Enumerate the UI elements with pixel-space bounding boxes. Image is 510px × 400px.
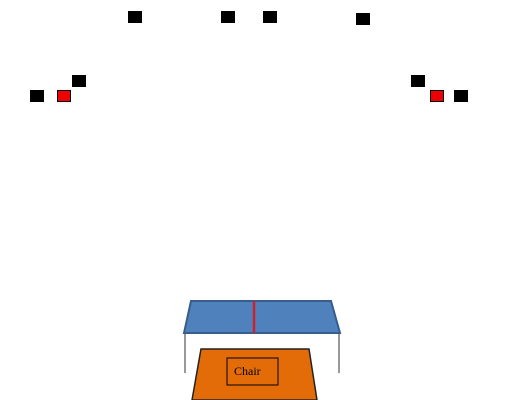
chair-label: Chair [234, 364, 261, 378]
marker-right-upper [411, 75, 425, 87]
chair-label-box [226, 357, 279, 386]
marker-left-outer [30, 90, 44, 102]
marker-top-4 [356, 13, 370, 25]
marker-left-upper [72, 75, 86, 87]
marker-left-red [57, 90, 71, 102]
marker-top-1 [128, 11, 142, 23]
marker-top-2 [221, 11, 235, 23]
table-top [182, 300, 342, 334]
chair-seat [191, 348, 318, 400]
marker-right-red [430, 90, 444, 102]
marker-right-outer [454, 90, 468, 102]
marker-top-3 [263, 11, 277, 23]
